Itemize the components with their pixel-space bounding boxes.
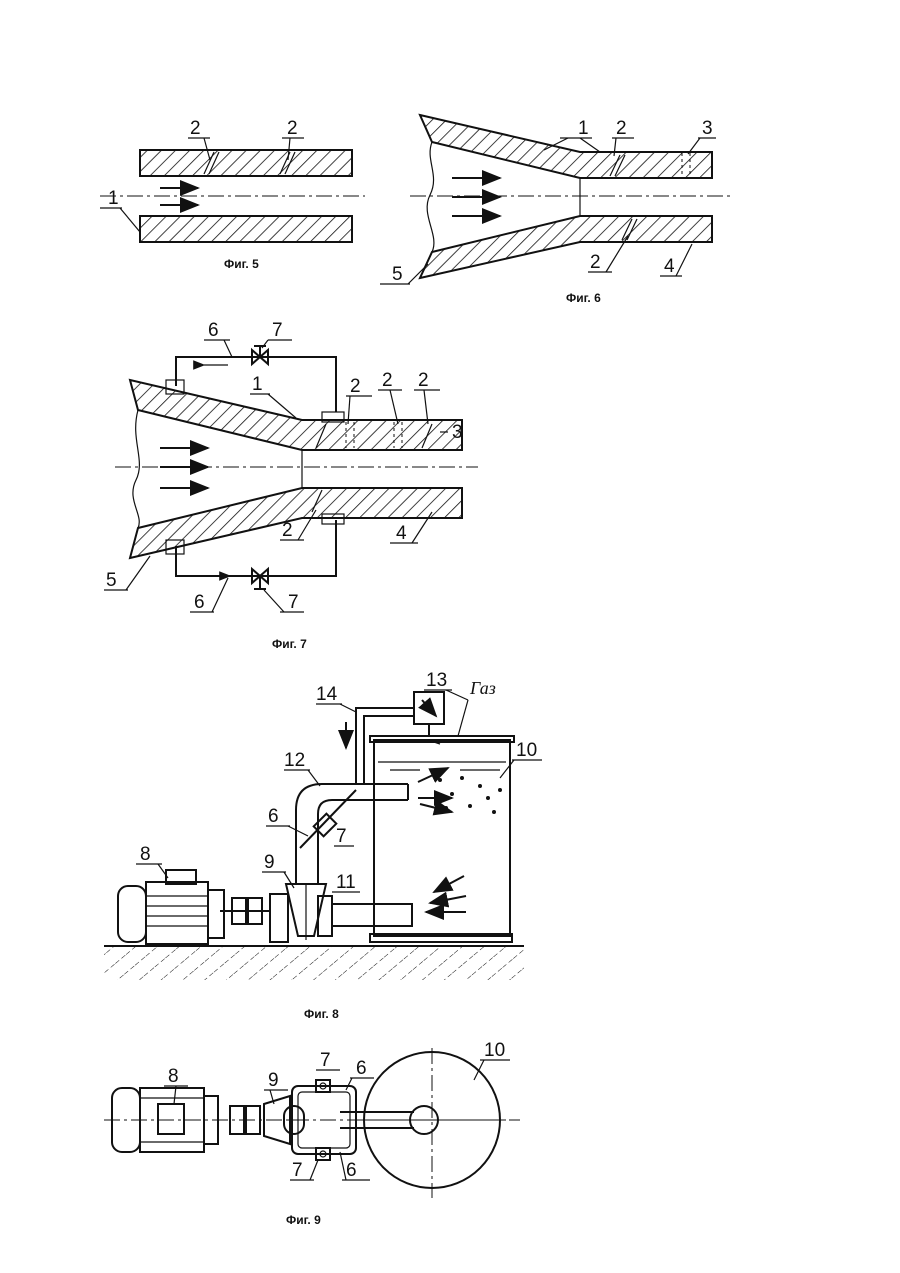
label-9: 9: [264, 852, 275, 873]
label-8: 8: [140, 844, 151, 865]
leader-line: [676, 244, 692, 276]
label-2: 2: [287, 118, 298, 139]
label-10: 10: [516, 740, 537, 761]
label-8: 8: [168, 1066, 179, 1087]
leader-line: [390, 390, 398, 424]
label-7: 7: [336, 826, 347, 847]
label-4: 4: [664, 256, 675, 277]
label-6: 6: [346, 1160, 357, 1181]
leader-line: [500, 760, 514, 778]
label-9: 9: [268, 1070, 279, 1091]
leader-line: [424, 390, 428, 424]
suction-pipe-11: [332, 904, 412, 926]
leader-line: [580, 138, 600, 152]
label-3: 3: [702, 118, 713, 139]
figure-9: 8 9 7 6 10 7 6 Фиг. 9: [104, 1040, 520, 1227]
caption-fig-5: Фиг. 5: [224, 257, 259, 271]
figure-6: 1 2 3 5 2 4 Фиг. 6: [380, 115, 730, 305]
caption-fig-7: Фиг. 7: [272, 637, 307, 651]
label-6: 6: [356, 1058, 367, 1079]
label-1: 1: [108, 188, 119, 209]
label-6: 6: [194, 592, 205, 613]
label-12: 12: [284, 750, 305, 771]
break-line: [133, 410, 139, 528]
leader-line: [224, 340, 232, 357]
label-4: 4: [396, 523, 407, 544]
ground-hatch: [104, 946, 524, 980]
label-7: 7: [292, 1160, 303, 1181]
gas-bubbles: [438, 776, 502, 814]
label-3: 3: [452, 422, 463, 443]
leader-line: [346, 1078, 352, 1090]
leader-line: [458, 700, 468, 736]
label-2: 2: [190, 118, 201, 139]
label-11: 11: [336, 872, 356, 893]
leader-line: [288, 826, 308, 836]
label-7: 7: [272, 320, 283, 341]
gas-line-14: [364, 716, 414, 784]
label-2: 2: [282, 520, 293, 541]
leader-line: [212, 578, 228, 612]
bypass-6: [300, 790, 356, 848]
break-line: [427, 142, 434, 252]
diffuser-wall-top: [130, 380, 462, 450]
label-6: 6: [268, 806, 279, 827]
caption-fig-6: Фиг. 6: [566, 291, 601, 305]
label-2: 2: [616, 118, 627, 139]
leader-line: [310, 1160, 318, 1180]
motor-end: [118, 886, 146, 942]
motor-8: [146, 882, 208, 944]
label-2: 2: [382, 370, 393, 391]
motor-flange: [208, 890, 224, 938]
leader-line: [126, 556, 150, 590]
label-14: 14: [316, 684, 338, 705]
label-7: 7: [288, 592, 299, 613]
label-2: 2: [418, 370, 429, 391]
label-2: 2: [350, 376, 361, 397]
figure-7: 6 7 1 2 2 2 3 2 4 5 6 7 Фиг. 7: [104, 320, 478, 651]
label-7: 7: [320, 1050, 331, 1071]
pipe-wall-top: [140, 150, 352, 176]
label-13: 13: [426, 670, 447, 691]
flow-arrow: [434, 876, 464, 892]
diffuser-wall-bottom: [130, 488, 462, 558]
gas-label: Газ: [469, 678, 496, 698]
leader-line: [308, 770, 320, 786]
label-1: 1: [578, 118, 589, 139]
leader-line: [120, 208, 140, 232]
figure-5: 2 2 1 Фиг. 5: [100, 118, 365, 271]
figure-8: 13 14 12 10 6 7 8 9 11 Газ Фиг. 8: [104, 670, 542, 1021]
label-5: 5: [106, 570, 117, 591]
leader-line: [264, 590, 284, 612]
discharge-pipe-12: [318, 800, 408, 884]
pipe-wall-bottom: [140, 216, 352, 242]
pump-flange: [318, 896, 332, 936]
flow-arrow: [418, 768, 448, 782]
pump-flange: [270, 894, 288, 942]
leader-line: [446, 690, 468, 700]
leader-line: [474, 1060, 484, 1080]
label-2: 2: [590, 252, 601, 273]
diffuser-wall-top: [420, 115, 712, 178]
gauge-needle: [422, 700, 436, 716]
label-10: 10: [484, 1040, 505, 1061]
label-1: 1: [252, 374, 263, 395]
terminal-box: [158, 1104, 184, 1134]
caption-fig-8: Фиг. 8: [304, 1007, 339, 1021]
label-5: 5: [392, 264, 403, 285]
flow-arrow: [430, 896, 466, 903]
label-6: 6: [208, 320, 219, 341]
caption-fig-9: Фиг. 9: [286, 1213, 321, 1227]
leader-line: [340, 704, 356, 712]
